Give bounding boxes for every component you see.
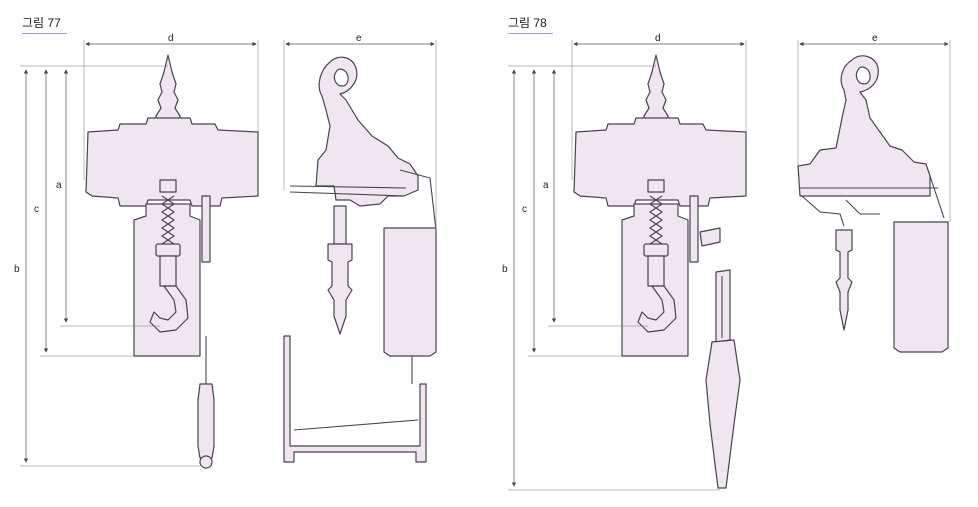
fig77-dimensions: d e a c b bbox=[14, 33, 437, 467]
dim-d-label-78: d bbox=[655, 33, 661, 44]
dim-b-label-78: b bbox=[502, 264, 508, 275]
dim-c-label-78: c bbox=[522, 204, 527, 215]
fig78-dimensions: d e a c b bbox=[502, 33, 951, 491]
dim-a-label: a bbox=[56, 180, 62, 191]
dim-a-label-78: a bbox=[543, 180, 549, 191]
dim-e-label: e bbox=[356, 33, 362, 44]
dim-e-label-78: e bbox=[872, 33, 878, 44]
figure-78-label: 그림 78 bbox=[508, 14, 553, 34]
fig77-side-view bbox=[283, 56, 437, 463]
dim-b-label: b bbox=[14, 264, 20, 275]
dim-c-label: c bbox=[34, 204, 39, 215]
fig78-pendant bbox=[699, 227, 741, 489]
fig77-pendant bbox=[197, 383, 215, 459]
dim-d-label: d bbox=[168, 33, 174, 44]
fig77-front-view bbox=[85, 54, 259, 357]
fig78-side-view bbox=[797, 55, 949, 353]
figure-77-label: 그림 77 bbox=[22, 14, 67, 34]
